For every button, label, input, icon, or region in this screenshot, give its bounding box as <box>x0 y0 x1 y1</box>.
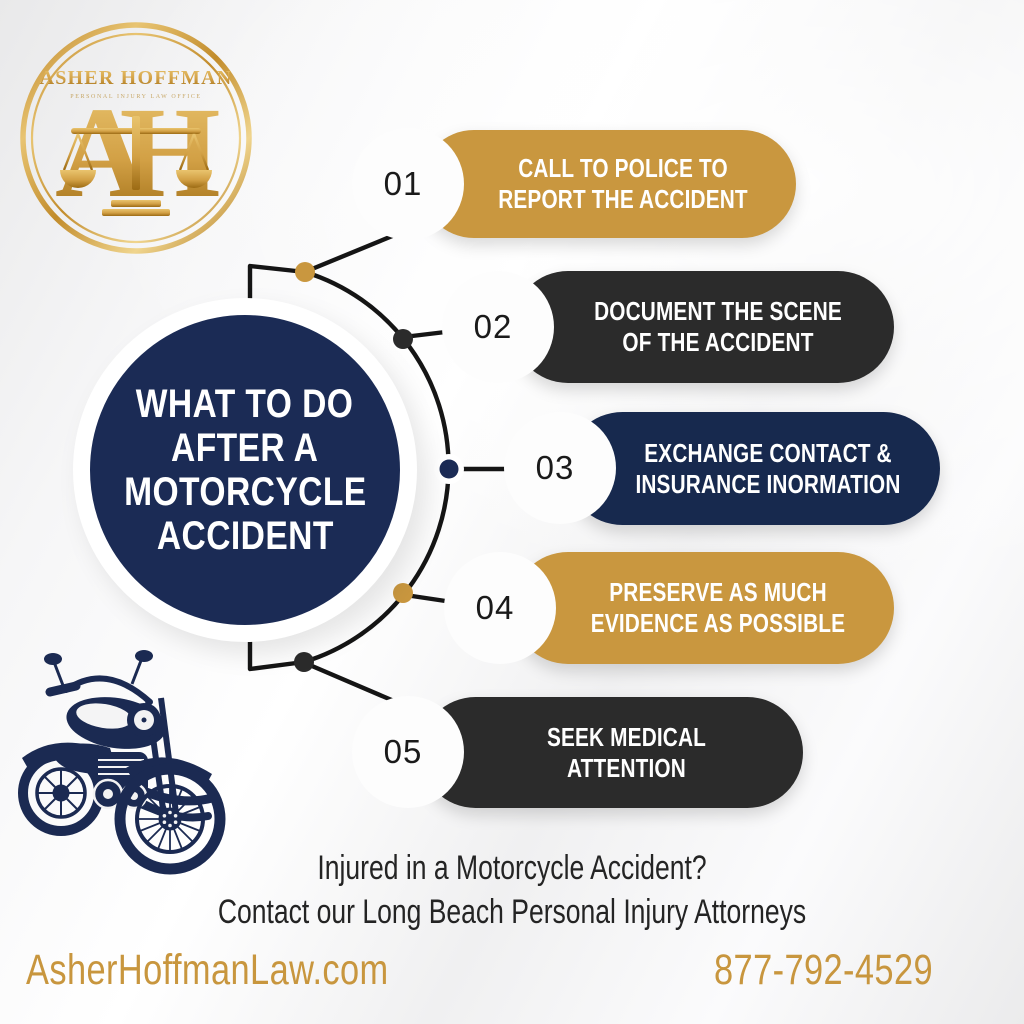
step-label-1: CALL TO POLICE TO REPORT THE ACCIDENT <box>498 153 748 214</box>
step-number-3: 03 <box>535 449 575 486</box>
cta-line-1: Injured in a Motorcycle Accident? <box>317 849 707 887</box>
step-number-circle-5: 05 <box>352 696 464 808</box>
arc-dot-3 <box>439 459 459 479</box>
title-line: ACCIDENT <box>156 514 334 558</box>
website-text: AsherHoffmanLaw.com <box>26 946 389 994</box>
step-number-circle-2: 02 <box>442 271 554 383</box>
scales-of-justice <box>60 116 212 216</box>
title-line: MOTORCYCLE <box>123 470 367 514</box>
step-label-5: SEEK MEDICAL ATTENTION <box>546 721 707 783</box>
step-label-3: EXCHANGE CONTACT & INSURANCE INORMATION <box>635 437 901 499</box>
step-label-4: PRESERVE AS MUCH EVIDENCE AS POSSIBLE <box>590 577 846 638</box>
bottom-bracket <box>247 634 307 672</box>
step-pill-5: SEEK MEDICAL ATTENTION <box>420 697 803 808</box>
arc-dot-1 <box>295 262 315 282</box>
step-number-4: 04 <box>475 589 515 626</box>
step-label-2: DOCUMENT THE SCENE OF THE ACCIDENT <box>594 296 842 357</box>
arc-dot-4 <box>393 583 413 603</box>
arc-dot-2 <box>393 329 413 349</box>
title-line: AFTER A <box>171 426 319 470</box>
logo-inner-ring <box>30 32 242 244</box>
phone-number-text: 877-792-4529 <box>714 946 934 994</box>
step-number-circle-3: 03 <box>504 412 616 524</box>
arc-dot-5 <box>294 652 314 672</box>
step-pill-4: PRESERVE AS MUCH EVIDENCE AS POSSIBLE <box>512 552 894 664</box>
law-firm-logo: ASHER HOFFMAN PERSONAL INJURY LAW OFFICE… <box>16 18 256 258</box>
step-number-1: 01 <box>383 165 423 202</box>
step-pill-3: EXCHANGE CONTACT & INSURANCE INORMATION <box>566 412 940 525</box>
step-number-circle-1: 01 <box>352 128 464 240</box>
step-pill-1: CALL TO POLICE TO REPORT THE ACCIDENT <box>420 130 796 238</box>
cta-line-2: Contact our Long Beach Personal Injury A… <box>217 893 807 931</box>
logo-tagline: PERSONAL INJURY LAW OFFICE <box>70 94 201 100</box>
motorcycle-icon <box>18 650 226 875</box>
step-pill-2: DOCUMENT THE SCENE OF THE ACCIDENT <box>512 271 894 383</box>
title-line: WHAT TO DO <box>136 382 354 426</box>
center-title-circle: WHAT TO DO AFTER A MOTORCYCLE ACCIDENT <box>73 298 417 642</box>
step-number-2: 02 <box>473 308 513 345</box>
step-number-5: 05 <box>383 733 423 770</box>
motorcycle-illustration <box>14 646 234 881</box>
top-bracket <box>247 263 308 301</box>
scales-of-justice-monogram-icon: ASHER HOFFMAN PERSONAL INJURY LAW OFFICE… <box>20 22 252 254</box>
logo-outer-ring <box>20 22 252 254</box>
motorcycle-art <box>18 650 226 875</box>
logo-firm-name: ASHER HOFFMAN <box>40 67 233 89</box>
step-number-circle-4: 04 <box>444 552 556 664</box>
